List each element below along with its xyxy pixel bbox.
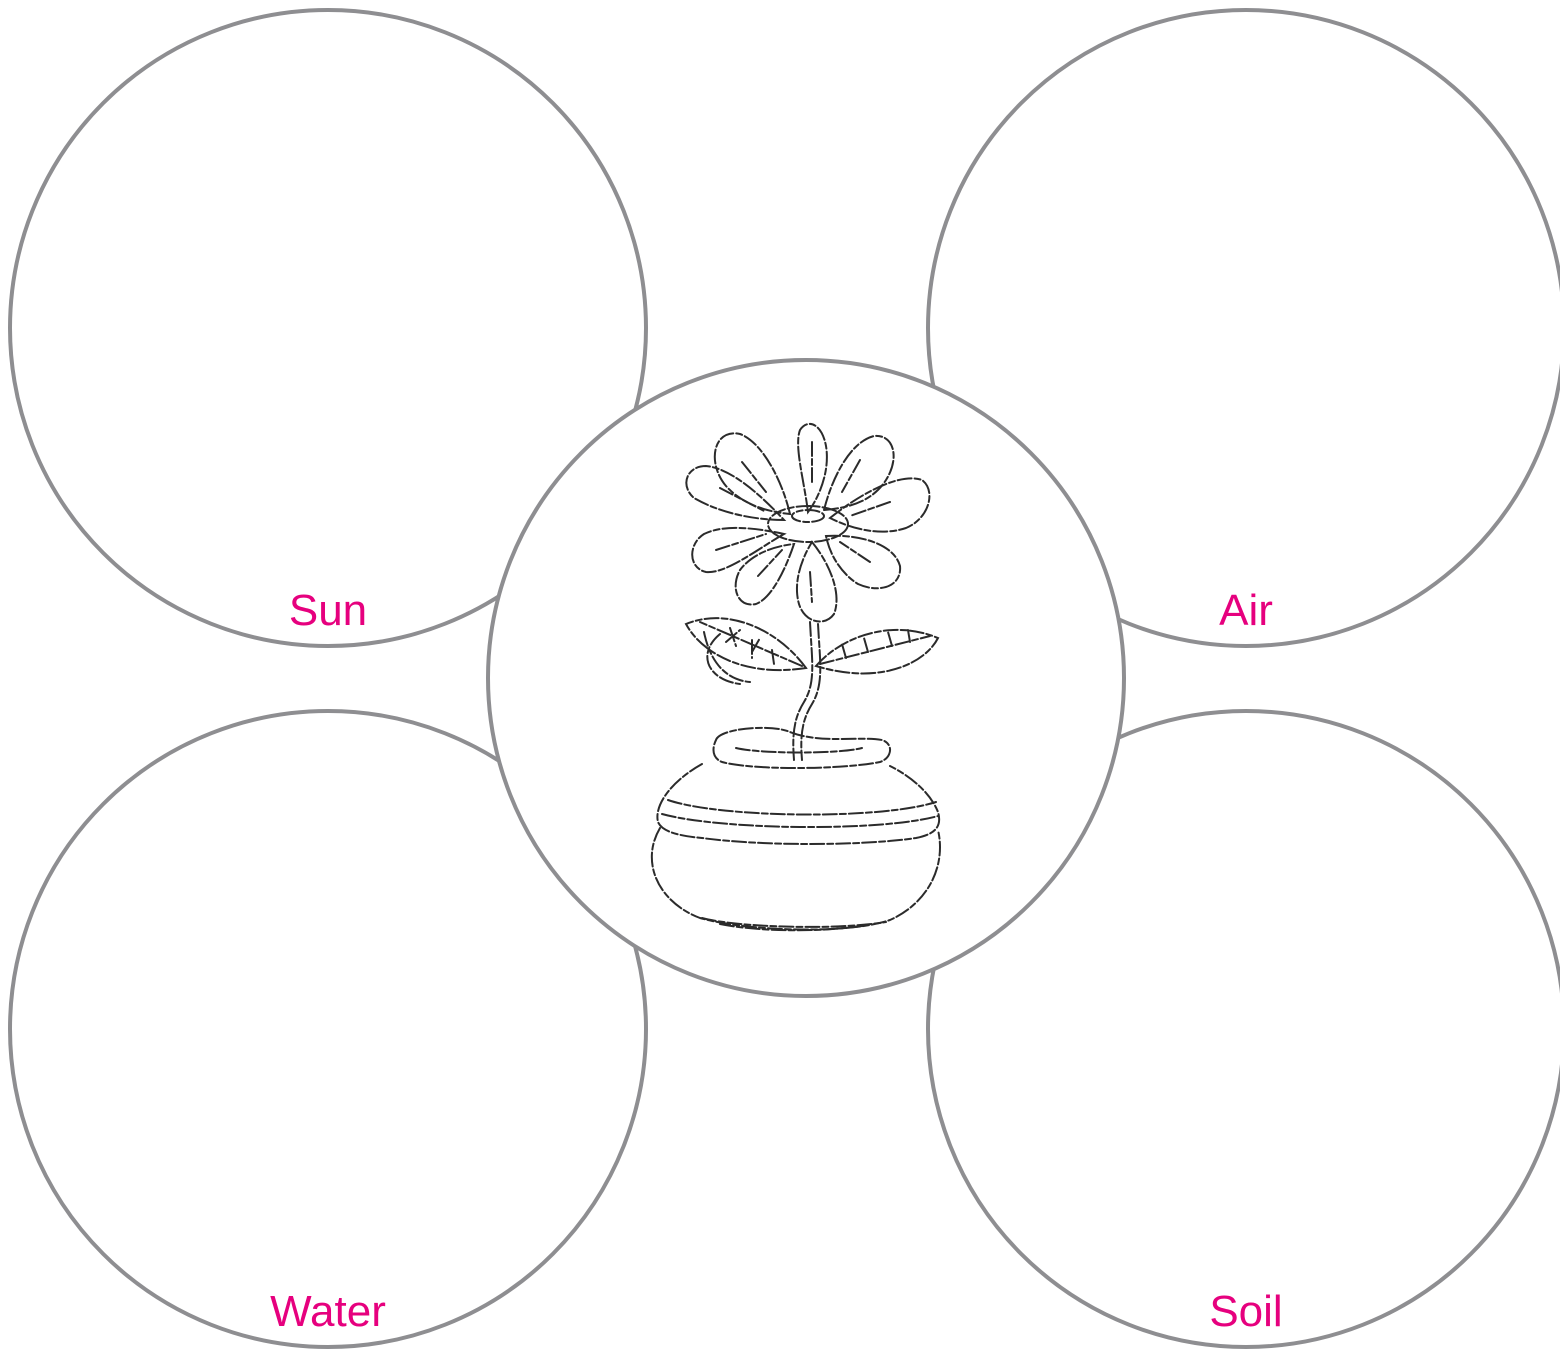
flower-pot-drawing — [490, 362, 1122, 994]
soil-label: Soil — [930, 1290, 1560, 1334]
plant-center-circle — [486, 358, 1126, 998]
stem-icon — [793, 622, 820, 760]
flower-petals-icon — [686, 424, 929, 622]
water-label: Water — [12, 1290, 644, 1334]
pot-icon — [652, 728, 940, 930]
